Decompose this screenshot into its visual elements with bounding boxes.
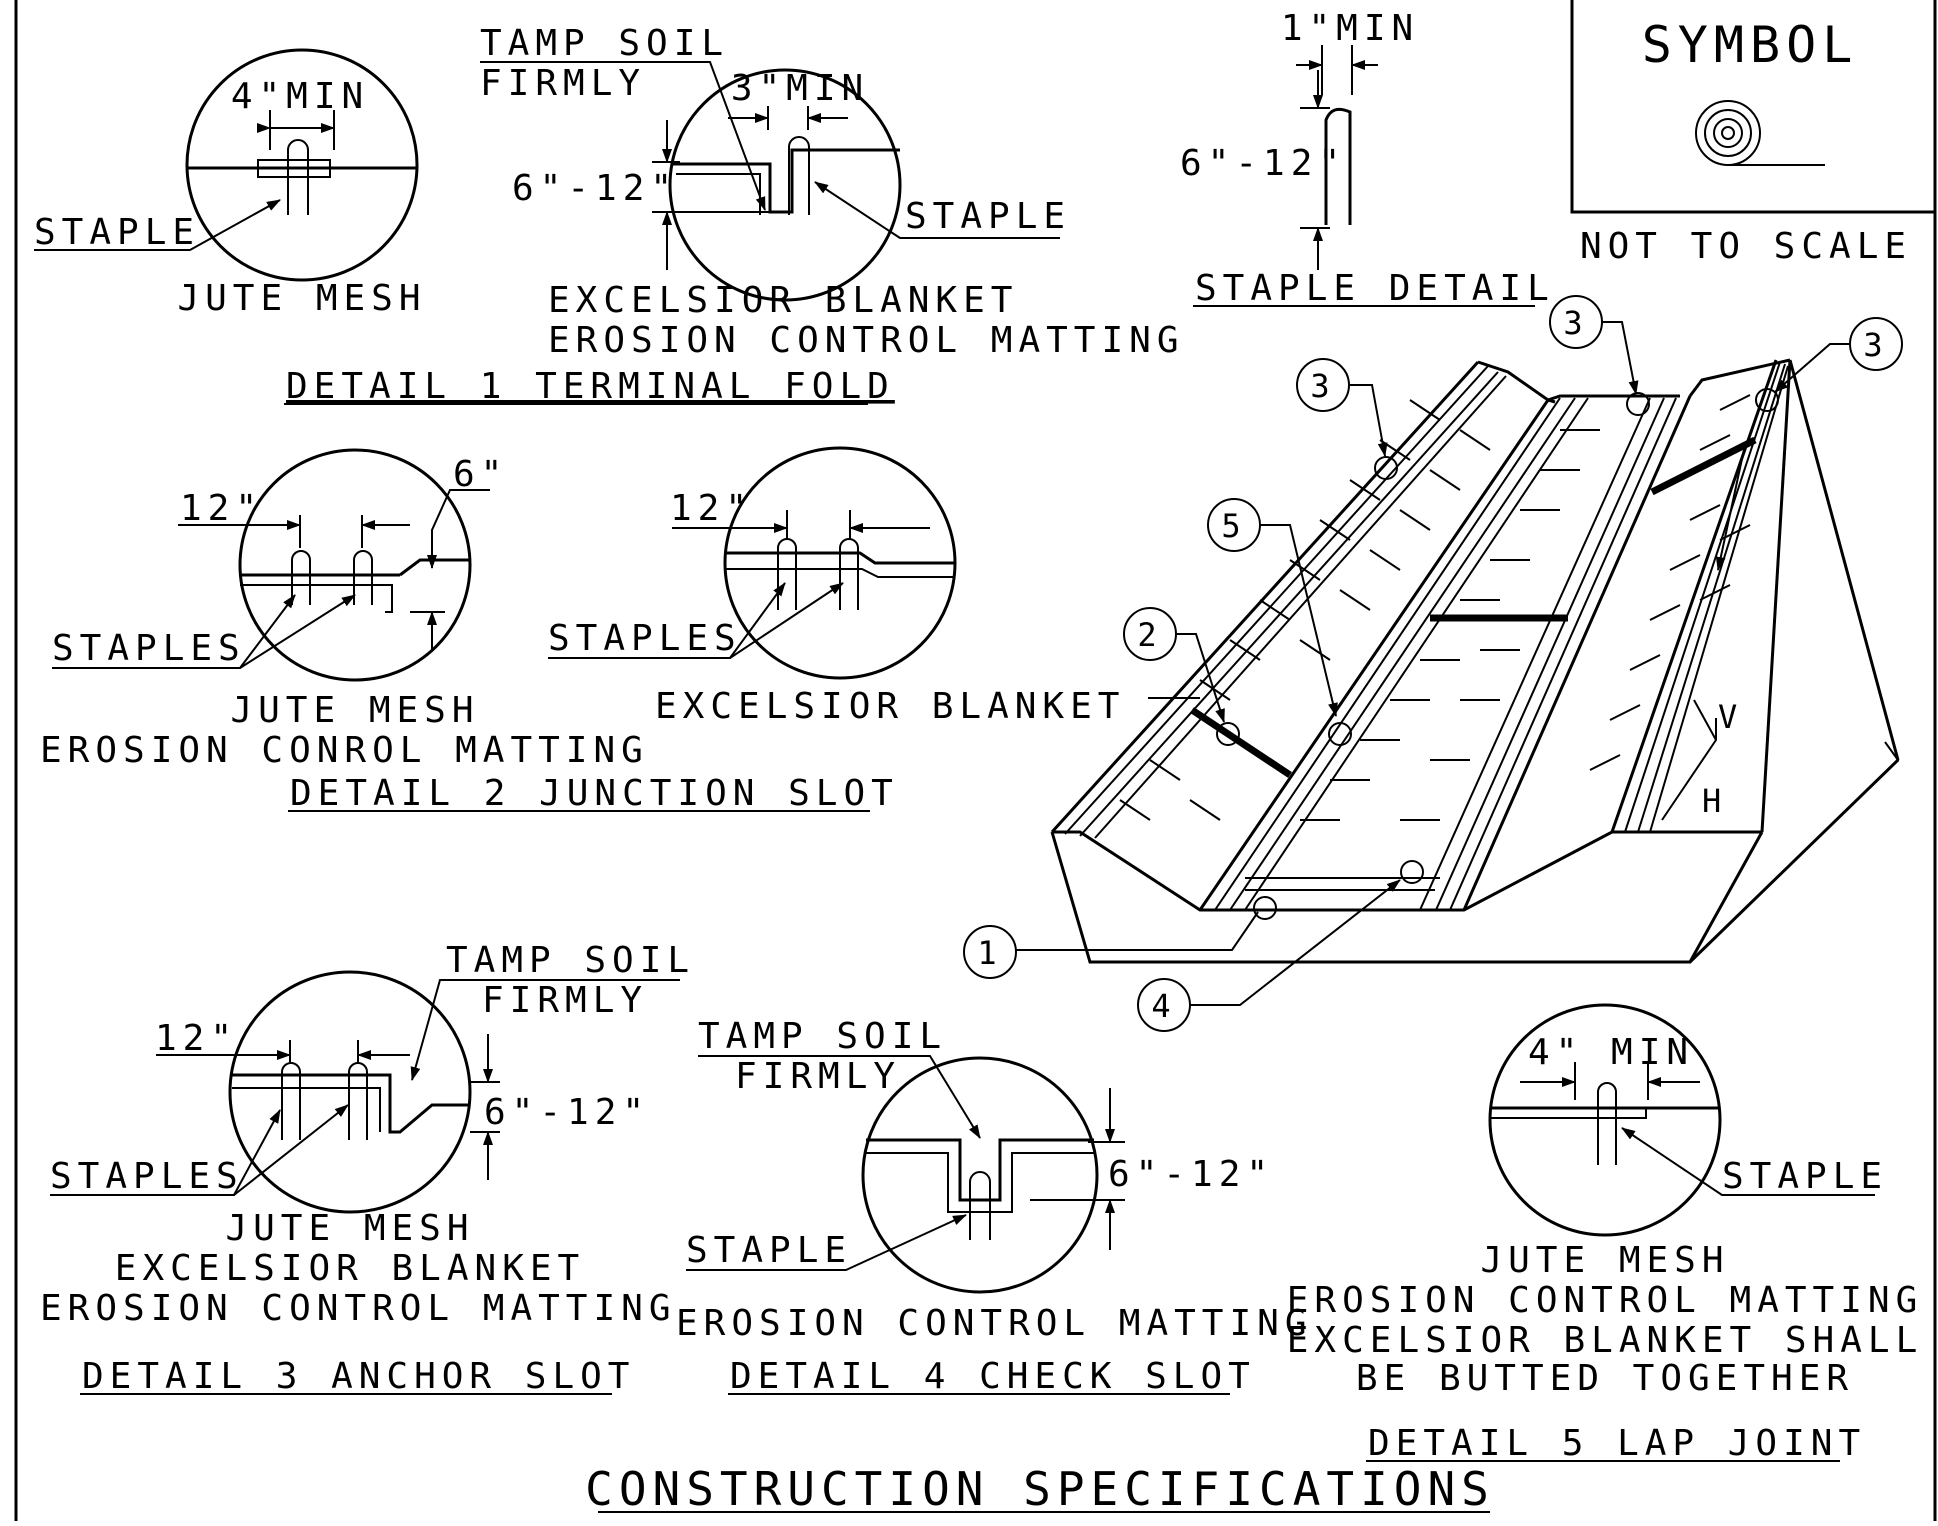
d2-left-staples: STAPLES (52, 628, 246, 669)
slope-v-label: V (1718, 698, 1743, 736)
callout-5: 5 (1207, 498, 1352, 746)
d3-material2: EXCELSIOR BLANKET (115, 1248, 585, 1289)
symbol-title: SYMBOL (1642, 16, 1859, 74)
d4-tamp-line1: TAMP SOIL (698, 1016, 947, 1057)
callout-5-label: 5 (1221, 507, 1246, 545)
d1-depth-dim: 6"-12" (512, 168, 678, 209)
staple-detail-title: STAPLE DETAIL (1195, 268, 1555, 309)
d3-material3: EROSION CONTROL MATTING (40, 1288, 677, 1329)
d3-tamp-line2: FIRMLY (482, 980, 648, 1021)
detail-2-excelsior: 12" STAPLES EXCELSIOR BLANKET (548, 446, 1125, 727)
d3-material1: JUTE MESH (225, 1208, 474, 1249)
d4-staple: STAPLE (686, 1230, 852, 1271)
d2-left-material2: EROSION CONROL MATTING (40, 730, 649, 771)
iso-channel-view: V H 1 2 3 3 3 (963, 295, 1903, 1032)
detail-2-jute-mesh: 12" 6" STAPLES JUTE MESH EROSION CONROL … (40, 448, 649, 771)
slope-h-label: H (1702, 782, 1727, 820)
callout-4-label: 4 (1151, 987, 1176, 1025)
callout-3-middle: 3 (1549, 295, 1650, 416)
callout-3b-label: 3 (1563, 304, 1588, 342)
staple-width-dim: 1"MIN (1281, 8, 1419, 49)
d1-tamp-line2: FIRMLY (480, 63, 646, 104)
d5-note3: EXCELSIOR BLANKET SHALL (1287, 1320, 1924, 1361)
d4-material: EROSION CONTROL MATTING (676, 1303, 1313, 1344)
d1-staple2-label: STAPLE (905, 196, 1071, 237)
detail-1-jute-mesh: 4"MIN STAPLE JUTE MESH (34, 48, 426, 319)
detail-3-title: DETAIL 3 ANCHOR SLOT (82, 1356, 635, 1397)
d5-min-dim: 4" MIN (1528, 1032, 1694, 1073)
callout-4: 4 (1137, 860, 1424, 1032)
callout-2-label: 2 (1137, 616, 1162, 654)
d5-note1: JUTE MESH (1480, 1240, 1729, 1281)
d1-tamp-line1: TAMP SOIL (480, 23, 729, 64)
d1-material1: EXCELSIOR BLANKET (548, 280, 1018, 321)
d5-note4: BE BUTTED TOGETHER (1356, 1358, 1854, 1399)
detail-5-title: DETAIL 5 LAP JOINT (1368, 1423, 1866, 1464)
callout-1-label: 1 (977, 934, 1002, 972)
d2-left-material1: JUTE MESH (230, 690, 479, 731)
detail-5-lap-joint: 4" MIN STAPLE JUTE MESH EROSION CONTROL … (1287, 1003, 1924, 1399)
d2-left-spacing: 12" (180, 488, 263, 529)
d5-staple: STAPLE (1722, 1156, 1888, 1197)
detail-4-check-slot: TAMP SOIL FIRMLY 6"-12" STAPLE EROSION C… (676, 1016, 1313, 1344)
callout-1: 1 (963, 896, 1277, 979)
rolled-blanket-symbol-icon (1695, 100, 1825, 166)
scale-note: NOT TO SCALE (1580, 226, 1912, 267)
d1-jute-min-dim: 4"MIN (231, 76, 369, 117)
d2-right-spacing: 12" (670, 488, 753, 529)
detail-3-anchor-slot: 12" TAMP SOIL FIRMLY 6"-12" STAPLES JUTE… (40, 940, 695, 1329)
detail-4-title: DETAIL 4 CHECK SLOT (730, 1356, 1256, 1397)
d3-depth: 6"-12" (484, 1092, 650, 1133)
callout-2: 2 (1123, 607, 1240, 746)
d3-tamp-line1: TAMP SOIL (446, 940, 695, 981)
d4-depth: 6"-12" (1108, 1154, 1274, 1195)
matting-texture (1119, 394, 1751, 821)
callout-3c-label: 3 (1863, 326, 1888, 364)
detail-2-title: DETAIL 2 JUNCTION SLOT (290, 773, 899, 814)
callout-3-left: 3 (1296, 358, 1398, 480)
sheet-border (14, 0, 1937, 1521)
callout-3a-label: 3 (1310, 367, 1335, 405)
d3-staples: STAPLES (50, 1156, 244, 1197)
staple-detail: 1"MIN 6"-12" STAPLE DETAIL (1180, 8, 1555, 309)
d3-spacing: 12" (155, 1018, 238, 1059)
detail-1-excelsior: 3"MIN TAMP SOIL FIRMLY 6"-12" STAPLE EXC… (480, 23, 1185, 361)
d2-left-depth: 6" (453, 454, 508, 495)
d1-excelsior-min-dim: 3"MIN (731, 68, 869, 109)
d5-note2: EROSION CONTROL MATTING (1287, 1280, 1924, 1321)
d4-tamp-line2: FIRMLY (735, 1056, 901, 1097)
callout-3-right: 3 (1755, 317, 1903, 412)
d1-staple-label: STAPLE (34, 212, 200, 253)
construction-specifications-title: CONSTRUCTION SPECIFICATIONS (585, 1462, 1495, 1516)
staple-length-dim: 6"-12" (1180, 143, 1346, 184)
d2-right-staples: STAPLES (548, 618, 742, 659)
symbol-box: SYMBOL NOT TO SCALE (1570, 0, 1935, 267)
d2-right-material: EXCELSIOR BLANKET (655, 686, 1125, 727)
d1-jute-mesh-label: JUTE MESH (177, 278, 426, 319)
detail-1-title: DETAIL 1 TERMINAL FOLD (286, 366, 895, 407)
d1-material2: EROSION CONTROL MATTING (548, 320, 1185, 361)
